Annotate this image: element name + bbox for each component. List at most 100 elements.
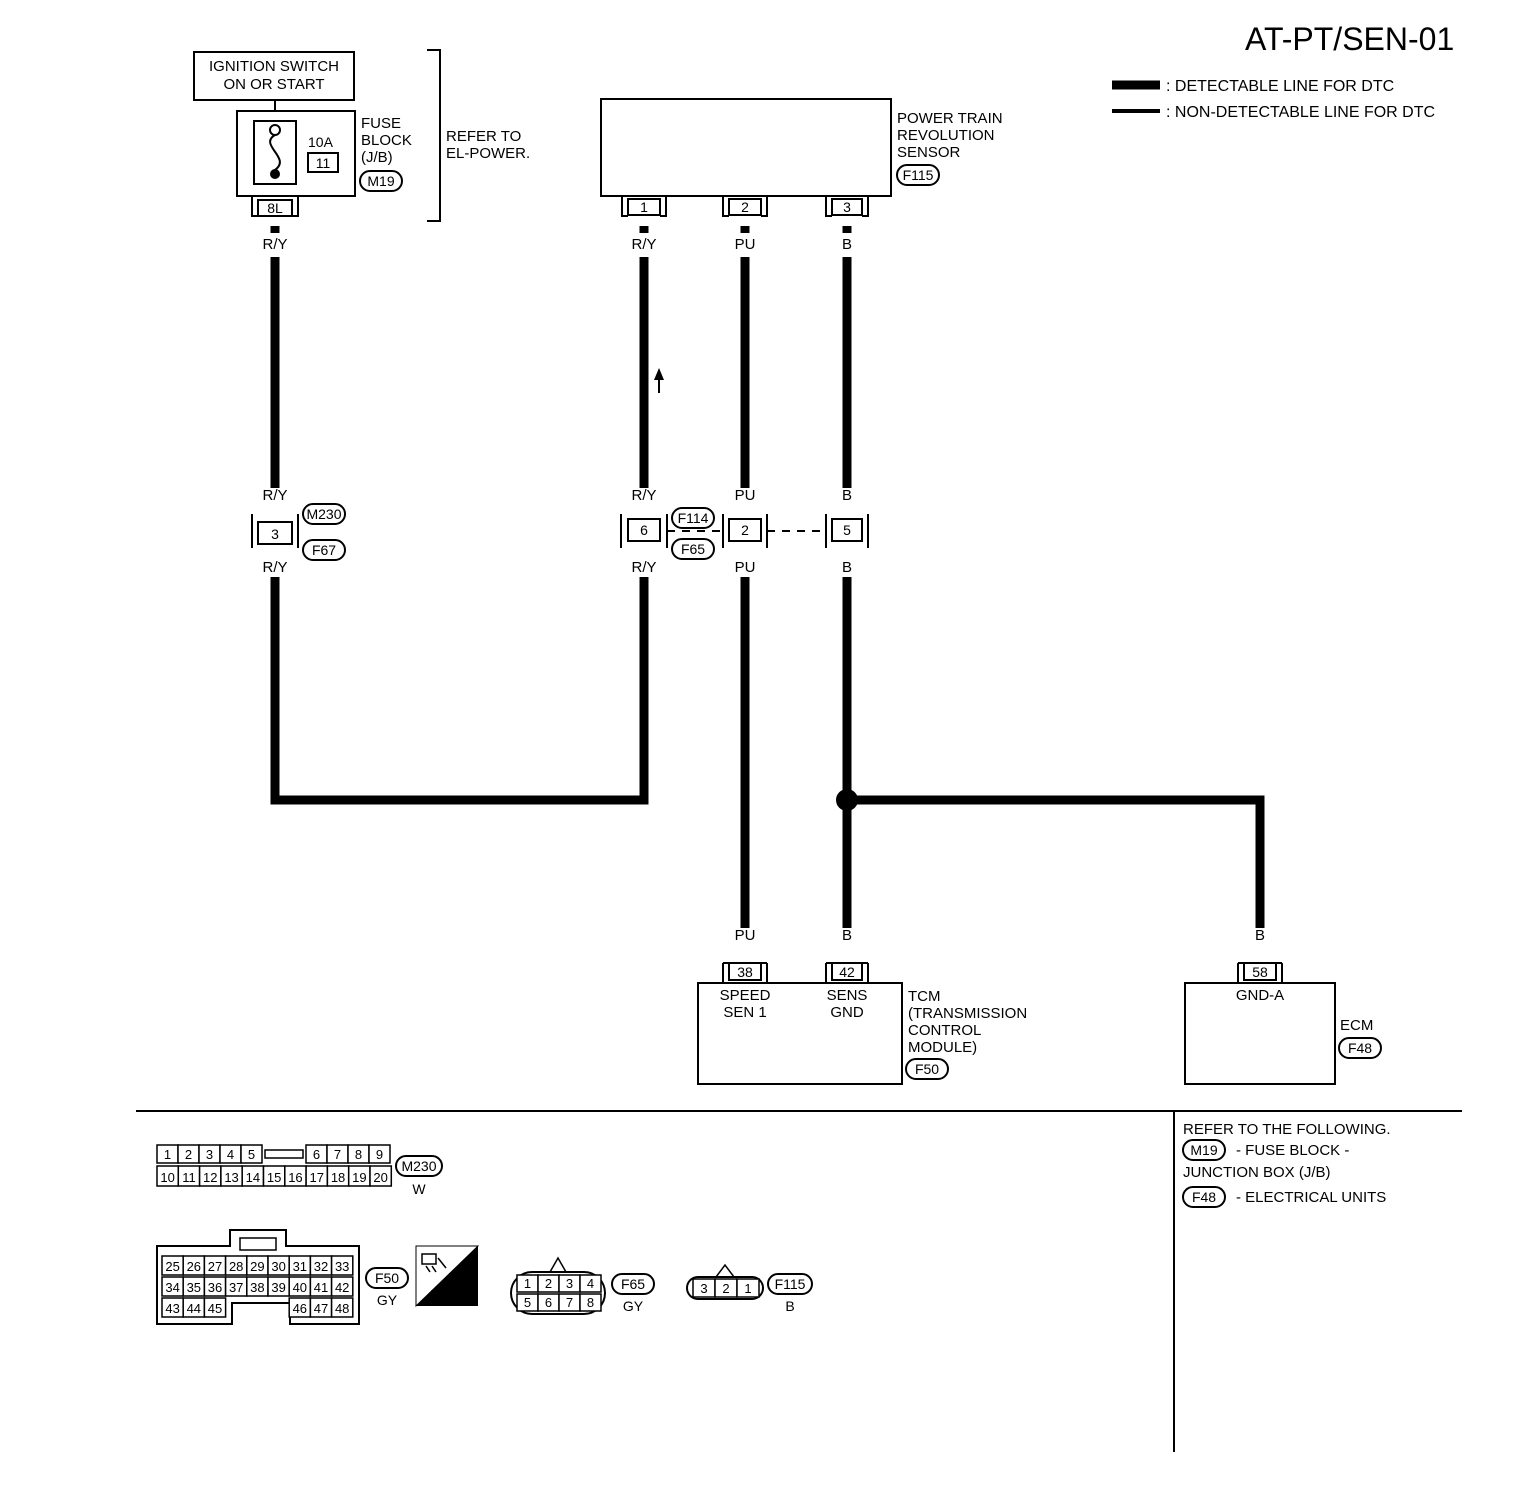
joint-connector-f114-f65: 6 2 5 xyxy=(620,514,869,548)
svg-text:27: 27 xyxy=(208,1259,222,1274)
svg-text:13: 13 xyxy=(224,1170,238,1185)
svg-text:47: 47 xyxy=(314,1301,328,1316)
joint-left-conn-bottom: F67 xyxy=(312,542,336,558)
refer-item-2-text: - ELECTRICAL UNITS xyxy=(1236,1189,1386,1206)
svg-text:42: 42 xyxy=(335,1280,349,1295)
joint-mid-conn-top-pill xyxy=(671,507,715,529)
wire-color-ry-joint-top: R/Y xyxy=(262,487,287,504)
svg-text:18: 18 xyxy=(331,1170,345,1185)
joint-mid-conn-bottom-pill xyxy=(671,538,715,560)
svg-text:6: 6 xyxy=(313,1147,320,1162)
m230-id: M230 xyxy=(401,1158,436,1174)
tcm-terminal-speed-1: SPEED xyxy=(720,987,771,1004)
pin-cell: 6 xyxy=(537,1293,560,1312)
wire-color-b-tcm: B xyxy=(842,927,852,944)
hs-label: H.S. xyxy=(430,1287,459,1304)
fuse-pin-bracket xyxy=(251,196,299,217)
pin-cell: 7 xyxy=(558,1293,581,1312)
svg-text:17: 17 xyxy=(310,1170,324,1185)
pin-cell: 47 xyxy=(309,1297,333,1318)
hs-icon: H.S. xyxy=(415,1245,480,1308)
f65-color: GY xyxy=(623,1298,644,1314)
svg-text:37: 37 xyxy=(229,1280,243,1295)
sensor-pin-2-label: 2 xyxy=(741,199,749,215)
joint-left-conn-bottom-pill xyxy=(302,539,346,561)
svg-text:3: 3 xyxy=(700,1281,707,1296)
refer-following-heading: REFER TO THE FOLLOWING. xyxy=(1183,1121,1391,1138)
svg-text:46: 46 xyxy=(293,1301,307,1316)
ecm-terminal: GND-A xyxy=(1236,987,1284,1004)
f50-id-pill xyxy=(365,1267,409,1289)
svg-text:5: 5 xyxy=(524,1295,531,1310)
refer-item-1-text-2: JUNCTION BOX (J/B) xyxy=(1183,1164,1331,1181)
pin-cell: 44 xyxy=(182,1297,206,1318)
pin-cell: 4 xyxy=(219,1144,242,1164)
svg-text:39: 39 xyxy=(271,1280,285,1295)
pin-cell: 8 xyxy=(347,1144,370,1164)
legend-detectable: : DETECTABLE LINE FOR DTC xyxy=(1166,78,1394,95)
sensor-pin-1: 1 xyxy=(621,196,667,217)
svg-text:7: 7 xyxy=(334,1147,341,1162)
wire-color-b-sensor: B xyxy=(842,236,852,253)
pin-cell: 42 xyxy=(330,1276,354,1297)
svg-text:32: 32 xyxy=(314,1259,328,1274)
pin-cell: 25 xyxy=(161,1255,184,1276)
pin-cell: 33 xyxy=(330,1255,354,1276)
refer-item-1-conn: M19 xyxy=(1190,1142,1217,1158)
wire-color-ry-fuse: R/Y xyxy=(262,236,287,253)
f50-lock-tab xyxy=(239,1237,277,1251)
pin-cell: 41 xyxy=(309,1276,333,1297)
svg-text:2: 2 xyxy=(722,1281,729,1296)
pin-cell: 5 xyxy=(240,1144,263,1164)
sensor-label-2: REVOLUTION xyxy=(897,127,995,144)
ecm-label: ECM xyxy=(1340,1017,1373,1034)
svg-text:34: 34 xyxy=(165,1280,179,1295)
joint-left-pin: 3 xyxy=(271,526,279,542)
wire-ry-fuse-loop xyxy=(270,226,649,805)
joint-mid-conn-top: F114 xyxy=(678,510,709,526)
refer-item-1-pill xyxy=(1182,1139,1226,1161)
flow-arrow-icon xyxy=(654,368,664,380)
joint-left-conn-top: M230 xyxy=(306,506,341,522)
sensor-pin-1-label: 1 xyxy=(640,199,648,215)
refer-item-1-text-1: - FUSE BLOCK - xyxy=(1236,1142,1349,1159)
svg-text:12: 12 xyxy=(203,1170,217,1185)
pin-cell: 37 xyxy=(224,1276,248,1297)
svg-text:5: 5 xyxy=(248,1147,255,1162)
pin-cell: 7 xyxy=(326,1144,349,1164)
pin-cell: 36 xyxy=(203,1276,227,1297)
ecm-pin-58: 58 xyxy=(1237,962,1283,983)
fuse-amp: 10A xyxy=(308,134,334,150)
sensor-label-1: POWER TRAIN xyxy=(897,110,1003,127)
refer-item-2-pill xyxy=(1182,1186,1226,1208)
svg-text:30: 30 xyxy=(271,1259,285,1274)
wire-color-ry-mid-top: R/Y xyxy=(631,487,656,504)
f65-id: F65 xyxy=(621,1276,645,1292)
wire-b-lower xyxy=(842,577,1265,928)
wire-color-ry-joint-bottom: R/Y xyxy=(262,559,287,576)
m230-id-pill xyxy=(395,1155,443,1177)
tcm-connector: F50 xyxy=(915,1061,939,1077)
f115-id: F115 xyxy=(775,1276,806,1292)
svg-text:26: 26 xyxy=(187,1259,201,1274)
sensor-label-3: SENSOR xyxy=(897,144,961,161)
fuse-pin: 8L xyxy=(267,200,283,216)
ecm-connector-pill xyxy=(1338,1037,1382,1059)
svg-text:2: 2 xyxy=(545,1276,552,1291)
tcm-pin-gnd: 42 xyxy=(839,964,855,980)
svg-text:3: 3 xyxy=(566,1276,573,1291)
tcm-pin-38: 38 xyxy=(722,962,768,983)
fuse-icon xyxy=(269,134,281,171)
wire-color-ry-sensor: R/Y xyxy=(631,236,656,253)
svg-text:28: 28 xyxy=(229,1259,243,1274)
f115-color: B xyxy=(785,1298,794,1314)
fuse-label-1: FUSE xyxy=(361,115,401,132)
ecm-connector: F48 xyxy=(1348,1040,1372,1056)
svg-text:8: 8 xyxy=(355,1147,362,1162)
pin-cell: 1 xyxy=(736,1278,760,1298)
svg-text:14: 14 xyxy=(246,1170,260,1185)
svg-text:2: 2 xyxy=(185,1147,192,1162)
wire-color-pu-tcm: PU xyxy=(735,927,756,944)
